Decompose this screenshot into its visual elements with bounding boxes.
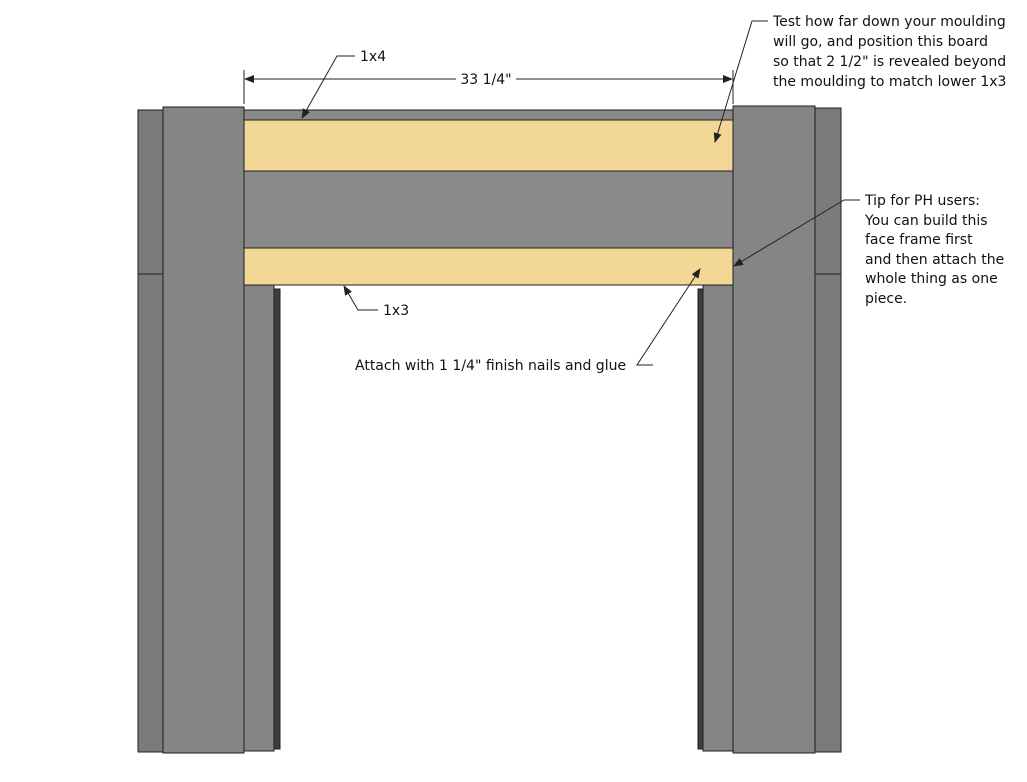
tip-note-line-1: Tip for PH users: <box>864 193 980 209</box>
left-inner-stile-shadow <box>273 288 281 750</box>
top-board-edge <box>243 109 734 121</box>
right-post <box>697 105 842 754</box>
tip-note-callout <box>733 199 860 267</box>
tip-note-leader <box>733 199 860 267</box>
moulding-note-line-1: Test how far down your moulding <box>772 14 1006 30</box>
tip-note: Tip for PH users: You can build this fac… <box>864 193 1009 307</box>
middle-filler-board <box>243 170 734 249</box>
lower-1x3-board <box>243 247 734 286</box>
upper-board-leader <box>301 55 355 119</box>
tip-note-line-2: You can build this <box>864 213 988 229</box>
tip-note-line-3: face frame first <box>865 232 973 248</box>
moulding-note-callout <box>713 20 768 143</box>
dimension-label: 33 1/4" <box>460 72 511 88</box>
left-post <box>137 106 281 754</box>
moulding-note-line-2: will go, and position this board <box>773 34 988 50</box>
attach-label: Attach with 1 1/4" finish nails and glue <box>355 358 626 374</box>
upper-board-callout <box>301 55 355 119</box>
face-frame-boards <box>243 109 734 286</box>
moulding-note-leader <box>713 20 768 143</box>
moulding-note: Test how far down your moulding will go,… <box>772 14 1011 90</box>
attach-callout <box>636 268 701 366</box>
attach-leader <box>636 268 701 366</box>
right-post-front <box>732 105 816 754</box>
upper-1x4-board <box>243 119 734 172</box>
moulding-note-line-4: the moulding to match lower 1x3 <box>773 74 1006 90</box>
tip-note-line-6: piece. <box>865 291 907 307</box>
tip-note-line-4: and then attach the <box>865 252 1004 268</box>
tip-note-line-5: whole thing as one <box>865 271 998 287</box>
left-post-front <box>162 106 245 754</box>
right-inner-stile <box>702 284 734 752</box>
lower-board-leader <box>343 285 378 311</box>
left-post-back <box>137 109 165 753</box>
lower-board-callout <box>343 285 378 311</box>
upper-board-label: 1x4 <box>360 49 386 65</box>
width-dimension <box>243 70 734 104</box>
left-inner-stile <box>243 284 275 752</box>
moulding-note-line-3: so that 2 1/2" is revealed beyond <box>773 54 1006 70</box>
lower-board-label: 1x3 <box>383 303 409 319</box>
